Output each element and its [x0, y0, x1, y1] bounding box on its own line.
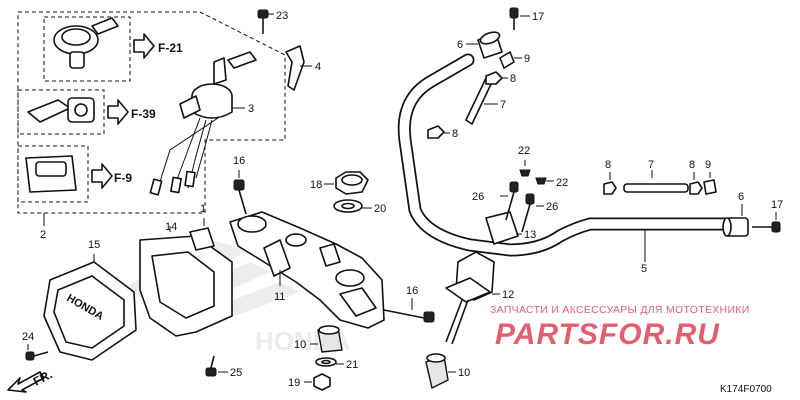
screw-24-part[interactable]: 24: [22, 331, 49, 361]
svg-text:12: 12: [502, 289, 514, 301]
washer-21-part[interactable]: 21: [315, 357, 358, 371]
svg-text:22: 22: [518, 145, 530, 157]
diagram-code: K174F0700: [720, 384, 772, 395]
svg-text:7: 7: [648, 159, 654, 171]
svg-text:19: 19: [288, 377, 300, 389]
svg-text:26: 26: [546, 201, 558, 213]
nut-19-part[interactable]: 19: [288, 373, 331, 391]
handlebar-part[interactable]: 5: [397, 53, 732, 275]
svg-text:9: 9: [705, 159, 711, 171]
svg-text:24: 24: [22, 331, 34, 343]
svg-text:8: 8: [605, 159, 611, 171]
clip-9-upper-part[interactable]: 9: [499, 51, 530, 69]
svg-text:17: 17: [532, 11, 544, 23]
svg-text:2: 2: [40, 229, 46, 241]
svg-text:F-39: F-39: [131, 107, 156, 121]
weight-rod-right-part[interactable]: 7: [623, 159, 689, 193]
helmet-holder-part[interactable]: [25, 155, 77, 193]
svg-text:23: 23: [276, 10, 288, 22]
svg-text:7: 7: [500, 99, 506, 111]
svg-text:10: 10: [294, 339, 306, 351]
nut-22-side-part[interactable]: 22: [535, 177, 568, 189]
ignition-key-part[interactable]: 4: [285, 45, 321, 91]
nut-8-lower-part[interactable]: 8: [427, 125, 458, 140]
svg-text:16: 16: [406, 285, 418, 297]
rubber-bushing-lower-part[interactable]: 10: [425, 353, 470, 390]
seat-lock-part[interactable]: [27, 97, 95, 123]
clip-1-part[interactable]: 1: [189, 203, 215, 251]
svg-text:14: 14: [165, 221, 177, 233]
ref-arrow-f9[interactable]: F-9: [91, 163, 132, 189]
nut-8-upper-part[interactable]: 8: [485, 71, 516, 85]
handlebar-weight-right-part[interactable]: 6: [722, 191, 749, 237]
svg-text:F-21: F-21: [158, 41, 183, 55]
svg-text:21: 21: [346, 359, 358, 371]
nut-8-right-b-part[interactable]: 8: [689, 159, 703, 195]
svg-text:16: 16: [233, 155, 245, 167]
svg-text:11: 11: [274, 291, 285, 303]
front-direction-arrow-icon: FR.: [7, 367, 55, 393]
ref-arrow-f21[interactable]: F-21: [133, 33, 183, 59]
switch-cover-outer-part[interactable]: HONDA 15: [43, 239, 137, 361]
svg-text:17: 17: [771, 199, 783, 211]
bolt-16-left-part[interactable]: 16: [233, 155, 247, 215]
svg-text:4: 4: [315, 61, 321, 73]
svg-text:25: 25: [230, 367, 242, 379]
svg-text:6: 6: [457, 39, 463, 51]
screw-17-right-part[interactable]: 17: [752, 199, 783, 233]
handlebar-weight-left-part[interactable]: 6: [457, 30, 503, 59]
svg-text:5: 5: [641, 263, 647, 275]
screw-25-part[interactable]: 25: [205, 355, 242, 379]
svg-text:20: 20: [374, 203, 386, 215]
svg-text:F-9: F-9: [114, 171, 132, 185]
ignition-switch-part[interactable]: 3: [149, 51, 257, 196]
nut-8-right-a-part[interactable]: 8: [603, 159, 617, 195]
top-bridge-part[interactable]: 11: [229, 211, 385, 329]
clip-9-right-part[interactable]: 9: [703, 159, 717, 195]
svg-text:22: 22: [556, 177, 568, 189]
svg-text:15: 15: [88, 239, 100, 251]
svg-text:8: 8: [452, 128, 458, 140]
rubber-bushing-upper-part[interactable]: 10: [294, 325, 343, 353]
svg-text:26: 26: [472, 191, 484, 203]
svg-text:8: 8: [689, 159, 695, 171]
watermark-tagline: ЗАПЧАСТИ И АКСЕССУАРЫ ДЛЯ МОТОТЕХНИКИ: [490, 304, 750, 316]
ref-arrow-f39[interactable]: F-39: [107, 99, 156, 125]
switch-cover-inner-part[interactable]: 14: [139, 221, 233, 337]
bolt-23-part[interactable]: 23: [257, 9, 288, 34]
nut-22-top-part[interactable]: 22: [518, 145, 531, 177]
watermark-logo: PARTSFOR.RU: [495, 318, 720, 351]
handlebar-holder-part[interactable]: 12: [445, 251, 514, 345]
svg-text:13: 13: [524, 229, 536, 241]
ignition-kit-group: F-21 F-39 F-9 2: [17, 11, 286, 241]
svg-text:6: 6: [738, 191, 744, 203]
svg-text:1: 1: [200, 203, 206, 215]
svg-text:FR.: FR.: [31, 367, 55, 388]
svg-text:18: 18: [310, 179, 322, 191]
washer-20-part[interactable]: 20: [333, 199, 386, 215]
screw-17-upper-part[interactable]: 17: [509, 7, 544, 30]
bolt-26-right-part[interactable]: 26: [521, 193, 558, 233]
bolt-16-right-part[interactable]: 16: [383, 285, 435, 323]
svg-text:9: 9: [524, 53, 530, 65]
steering-stem-nut-part[interactable]: 18: [310, 171, 369, 195]
fuel-cap-lock-part[interactable]: [53, 17, 119, 69]
bolt-26-left-part[interactable]: 26: [472, 181, 519, 221]
svg-text:3: 3: [248, 103, 254, 115]
weight-rod-left-part[interactable]: 7: [465, 77, 506, 125]
svg-text:10: 10: [458, 367, 470, 379]
holder-clamp-part[interactable]: 13: [485, 211, 536, 245]
svg-text:8: 8: [510, 73, 516, 85]
